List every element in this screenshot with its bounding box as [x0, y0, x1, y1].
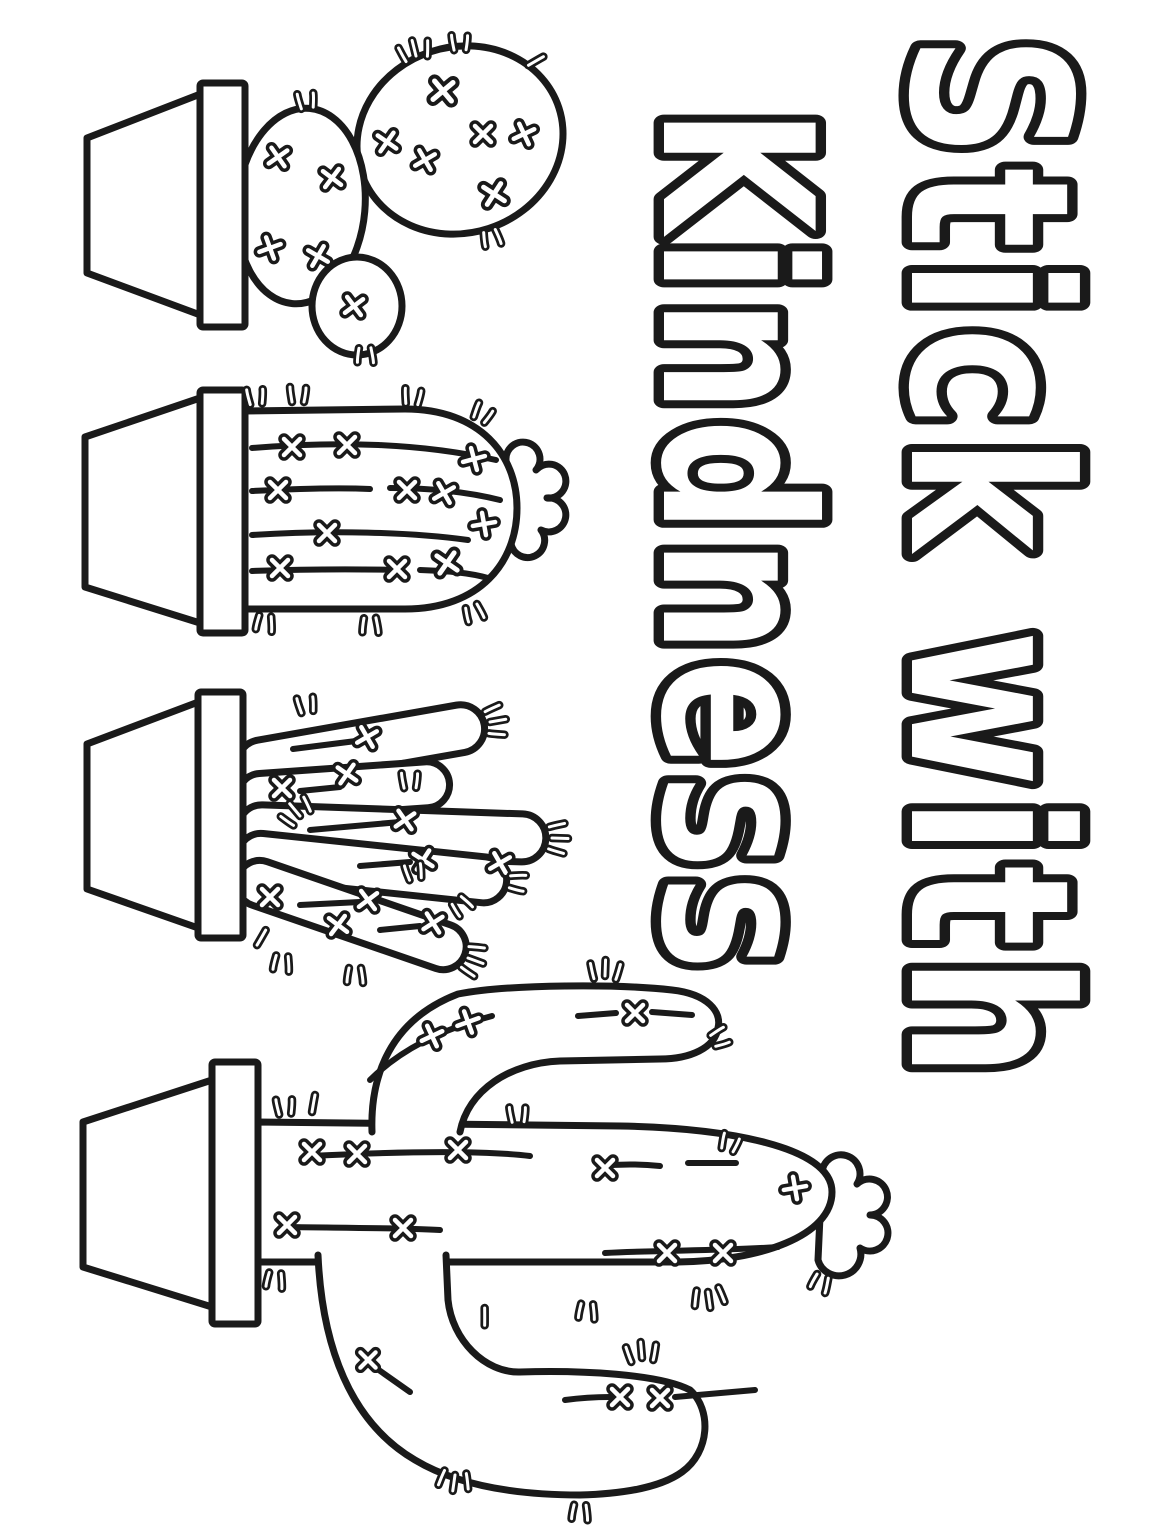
bloom — [814, 1151, 892, 1280]
pot-rim — [194, 688, 247, 942]
pot-rim — [196, 386, 249, 637]
bloom — [502, 438, 570, 561]
lower-arm — [314, 1251, 709, 1499]
trunk — [252, 1118, 836, 1266]
title-line-stick-with: Stick with — [859, 35, 1116, 1088]
upper-arm — [368, 982, 723, 1136]
pad-large — [353, 42, 567, 238]
barrel-cactus — [81, 386, 570, 637]
title-line-kindness: Kindness — [615, 108, 857, 976]
prickly-pear-cactus — [83, 19, 567, 363]
pot-body — [83, 697, 205, 933]
title-text: Stick with Kindness — [606, 26, 1126, 1097]
pot-body — [81, 394, 204, 627]
pot-rim — [196, 79, 249, 331]
pot-body — [79, 1076, 216, 1311]
saguaro-cactus — [79, 959, 892, 1520]
ridge-lines — [290, 738, 423, 933]
fingers — [233, 701, 550, 974]
pot-body — [83, 89, 207, 320]
pot-rim — [208, 1058, 262, 1328]
finger-cactus-cluster — [83, 688, 569, 983]
